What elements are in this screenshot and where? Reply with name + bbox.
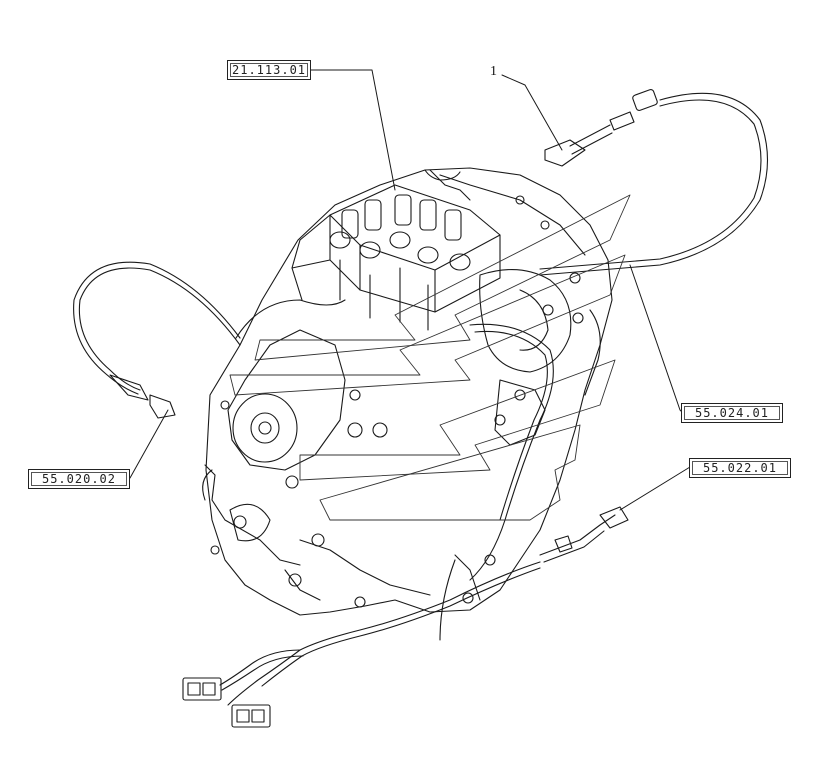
transmission-housing — [202, 167, 613, 616]
watermark-logo — [229, 194, 631, 521]
callout-valve-block[interactable]: 21.113.01 — [227, 60, 311, 80]
sensor-item-1 — [544, 111, 635, 167]
wiring-harness-lower — [182, 506, 629, 728]
valve-block — [291, 184, 501, 331]
callout-sensor-right[interactable]: 55.022.01 — [689, 458, 791, 478]
wiring-harness-right — [469, 89, 769, 581]
callout-harness-main[interactable]: 55.024.01 — [681, 403, 783, 423]
callout-sensor-left[interactable]: 55.020.02 — [28, 469, 130, 489]
cable-left — [73, 261, 346, 419]
callout-item-number[interactable]: 1 — [490, 64, 497, 79]
